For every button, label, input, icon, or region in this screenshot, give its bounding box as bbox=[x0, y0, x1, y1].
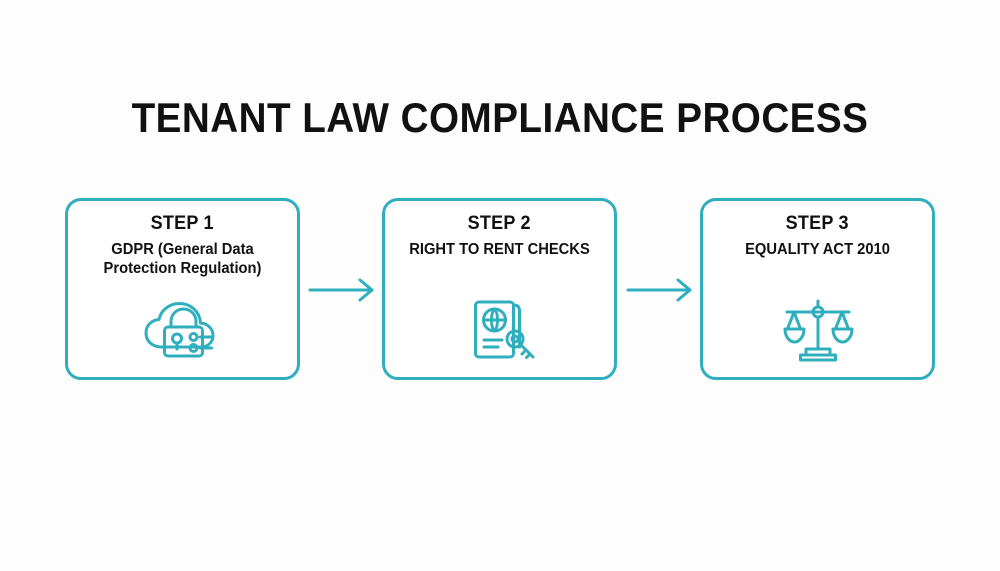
arrow-right-icon bbox=[626, 278, 698, 302]
passport-key-icon bbox=[457, 297, 543, 363]
page-title: TENANT LAW COMPLIANCE PROCESS bbox=[131, 94, 869, 141]
step-heading: STEP 1 bbox=[150, 213, 214, 234]
step-card-2[interactable]: STEP 2 RIGHT TO RENT CHECKS bbox=[382, 198, 617, 380]
step-card-1[interactable]: STEP 1 GDPR (General Data Protection Reg… bbox=[65, 198, 300, 380]
step-description: GDPR (General Data Protection Regulation… bbox=[103, 241, 262, 278]
step-description: EQUALITY ACT 2010 bbox=[745, 241, 890, 258]
cloud-lock-checklist-icon bbox=[140, 297, 226, 363]
step-card-3[interactable]: STEP 3 EQUALITY ACT 2010 bbox=[700, 198, 935, 380]
step-description: RIGHT TO RENT CHECKS bbox=[409, 241, 590, 258]
step-heading: STEP 3 bbox=[785, 213, 849, 234]
arrow-right-icon bbox=[308, 278, 380, 302]
scales-of-justice-icon bbox=[775, 297, 861, 363]
step-heading: STEP 2 bbox=[467, 213, 531, 234]
process-flow: STEP 1 GDPR (General Data Protection Reg… bbox=[65, 198, 935, 380]
